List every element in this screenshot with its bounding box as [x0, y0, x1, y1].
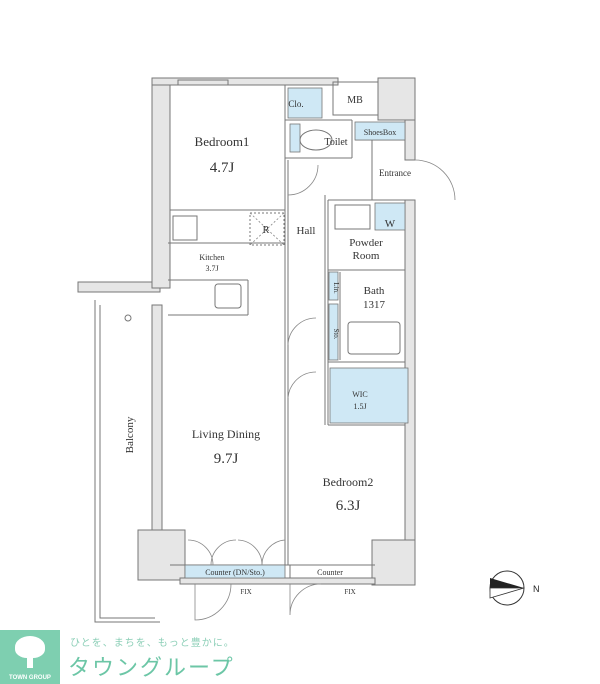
- logo-english-text: TOWN GROUP: [9, 675, 51, 681]
- bedroom2-label: Bedroom2: [323, 475, 374, 489]
- counter-dn-sto: [184, 564, 286, 579]
- kitchen-size: 3.7J: [205, 264, 218, 273]
- bedroom1-size: 4.7J: [210, 160, 235, 176]
- bath-label: Bath: [364, 285, 385, 297]
- shoes-box: [354, 121, 406, 141]
- walk-in-closet: [329, 367, 409, 424]
- counter: [289, 564, 373, 579]
- refrigerator-space: [249, 212, 285, 246]
- linen-label: Lin.: [332, 282, 340, 294]
- shoes-box-label: ShoesBox: [364, 128, 396, 137]
- tree-icon: [15, 636, 45, 658]
- north-label: N: [533, 584, 540, 594]
- refrigerator-label: R: [263, 225, 270, 236]
- linen-closet: [328, 271, 339, 301]
- closet: [287, 87, 323, 119]
- washer-label: W: [385, 218, 396, 230]
- living-dining-size: 9.7J: [214, 451, 239, 467]
- sink-icon: [214, 283, 242, 309]
- bedroom1-label: Bedroom1: [195, 134, 250, 149]
- logo-slogan: ひとを、まちを、もっと豊かに。: [70, 638, 235, 649]
- mb-label: MB: [347, 95, 363, 106]
- toilet-tank: [289, 123, 301, 153]
- fix-right-label: FIX: [344, 588, 355, 596]
- powder-room-label-2: Room: [353, 250, 380, 262]
- toilet-bowl: [299, 129, 333, 151]
- door-swings: [187, 159, 456, 621]
- living-dining-label: Living Dining: [192, 427, 260, 441]
- wic-label: WIC: [352, 390, 368, 399]
- counter-left-label: Counter (DN/Sto.): [205, 568, 265, 577]
- balcony-label: Balcony: [124, 416, 136, 453]
- kitchen-label: Kitchen: [199, 253, 224, 262]
- bedroom2-size: 6.3J: [336, 498, 361, 514]
- hall-label: Hall: [297, 225, 316, 237]
- logo-brand-name: タウングループ: [68, 656, 235, 681]
- storage-label: Sto.: [332, 328, 340, 339]
- interior-walls: [168, 85, 405, 566]
- balcony: [77, 281, 161, 623]
- entrance-label: Entrance: [379, 168, 411, 178]
- powder-room-label-1: Powder: [349, 237, 383, 249]
- town-group-logo: TOWN GROUP: [0, 630, 60, 684]
- bath-size: 1317: [363, 299, 386, 311]
- exterior-walls: [137, 77, 416, 586]
- washbasin: [334, 204, 371, 230]
- bathtub: [347, 321, 401, 355]
- fix-left-label: FIX: [240, 588, 251, 596]
- storage-closet: [328, 303, 339, 361]
- north-arrow-icon: [489, 570, 525, 606]
- counter-right-label: Counter: [317, 568, 343, 577]
- stove-icon: [172, 215, 198, 241]
- washer-space: [374, 202, 406, 231]
- mb-box: [332, 81, 379, 116]
- closet-label: Clo.: [288, 99, 303, 109]
- toilet-label: Toilet: [324, 137, 347, 148]
- wic-size: 1.5J: [353, 402, 366, 411]
